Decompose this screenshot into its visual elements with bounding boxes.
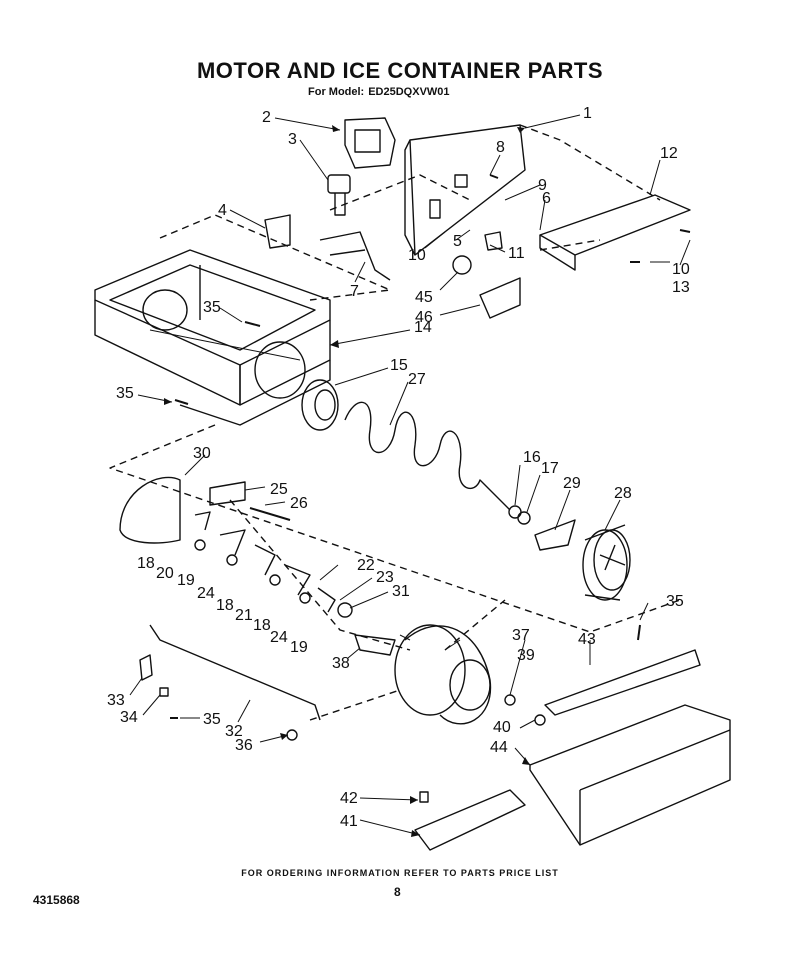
callout-labels: 1 2 3 4 5 6 7 8 9 10 10 11 12 13 14 15 1… xyxy=(107,105,690,830)
callout-28: 28 xyxy=(614,485,632,502)
callout-2: 2 xyxy=(262,109,271,126)
solenoid xyxy=(327,174,351,216)
motor-mount xyxy=(354,634,396,656)
front-disc xyxy=(119,476,181,544)
crusher-blade xyxy=(534,519,576,551)
callout-35a: 35 xyxy=(203,299,221,316)
callout-20: 20 xyxy=(156,565,174,582)
model-number: ED25DQXVW01 xyxy=(368,86,450,98)
switch-holder xyxy=(414,789,526,851)
callout-7: 7 xyxy=(350,283,359,300)
callout-10a: 10 xyxy=(408,247,426,264)
seal-ring xyxy=(301,379,339,431)
callout-16: 16 xyxy=(523,449,541,466)
callout-3: 3 xyxy=(288,131,297,148)
front-cover xyxy=(529,704,731,846)
callout-13: 13 xyxy=(672,279,690,296)
callout-18b: 18 xyxy=(216,597,234,614)
dashed-outlines xyxy=(109,124,681,721)
callout-35d: 35 xyxy=(203,711,221,728)
callout-26: 26 xyxy=(290,495,308,512)
callout-39: 39 xyxy=(517,647,535,664)
clip xyxy=(264,214,291,249)
callout-5: 5 xyxy=(453,233,462,250)
callout-43: 43 xyxy=(578,631,596,648)
leader-lines xyxy=(129,114,691,836)
callout-38: 38 xyxy=(332,655,350,672)
callout-11: 11 xyxy=(508,245,525,262)
blade-stack xyxy=(194,511,336,613)
callout-6: 6 xyxy=(542,190,551,207)
callout-33: 33 xyxy=(107,692,125,709)
callout-44: 44 xyxy=(490,739,508,756)
document-number: 4315868 xyxy=(33,893,80,907)
page-number: 8 xyxy=(394,885,401,899)
auger-motor xyxy=(394,624,492,725)
callout-36: 36 xyxy=(235,737,253,754)
hex-nut xyxy=(337,602,353,618)
callout-42: 42 xyxy=(340,790,358,807)
callout-18a: 18 xyxy=(137,555,155,572)
motor-bracket xyxy=(209,481,246,506)
callout-35c: 35 xyxy=(666,593,684,610)
callout-18c: 18 xyxy=(253,617,271,634)
callout-19a: 19 xyxy=(177,572,195,589)
wire-harness xyxy=(319,231,391,281)
callout-24a: 24 xyxy=(197,585,215,602)
cover-plate xyxy=(539,194,691,271)
switch-component xyxy=(344,117,396,169)
callout-25: 25 xyxy=(270,481,288,498)
spacer xyxy=(159,687,169,697)
callout-22: 22 xyxy=(357,557,375,574)
control-bracket xyxy=(404,124,526,256)
callout-17: 17 xyxy=(541,460,559,477)
callout-45: 45 xyxy=(415,289,433,306)
callout-41: 41 xyxy=(340,813,358,830)
callout-40: 40 xyxy=(493,719,511,736)
callout-23: 23 xyxy=(376,569,394,586)
trim-strip xyxy=(544,649,701,716)
callout-46: 46 xyxy=(415,309,433,326)
actuator-rod xyxy=(149,624,321,721)
callout-21: 21 xyxy=(235,607,253,624)
model-line: For Model:ED25DQXVW01 xyxy=(308,86,454,98)
callout-4: 4 xyxy=(218,202,227,219)
grommet xyxy=(286,729,298,741)
callout-19b: 19 xyxy=(290,639,308,656)
callout-34: 34 xyxy=(120,709,138,726)
callout-10b: 10 xyxy=(672,261,690,278)
callout-14: 14 xyxy=(414,319,432,336)
callout-12: 12 xyxy=(660,145,678,162)
callout-32: 32 xyxy=(225,723,243,740)
callout-29: 29 xyxy=(563,475,581,492)
callout-37: 37 xyxy=(512,627,530,644)
lamp-cover xyxy=(479,277,521,319)
washer xyxy=(508,505,522,519)
auger-spring xyxy=(344,401,511,511)
switch-clip xyxy=(419,791,429,803)
page-title: MOTOR AND ICE CONTAINER PARTS xyxy=(196,58,604,83)
pivot-bracket xyxy=(139,654,153,681)
screws xyxy=(170,174,691,719)
callout-30: 30 xyxy=(193,445,211,462)
lamp-bulb xyxy=(452,255,472,275)
model-label: For Model: xyxy=(308,86,365,98)
callout-31: 31 xyxy=(392,583,410,600)
callout-8: 8 xyxy=(496,139,505,156)
callout-9: 9 xyxy=(538,177,547,194)
callout-27: 27 xyxy=(408,371,426,388)
motor-washer xyxy=(504,694,516,706)
callout-35b: 35 xyxy=(116,385,134,402)
callout-1: 1 xyxy=(583,105,592,122)
callout-15: 15 xyxy=(390,357,408,374)
callout-24b: 24 xyxy=(270,629,288,646)
ordering-note: FOR ORDERING INFORMATION REFER TO PARTS … xyxy=(241,868,559,878)
lamp-socket xyxy=(484,231,503,251)
drive-wheel xyxy=(582,524,631,601)
ice-container-bin xyxy=(94,249,331,426)
